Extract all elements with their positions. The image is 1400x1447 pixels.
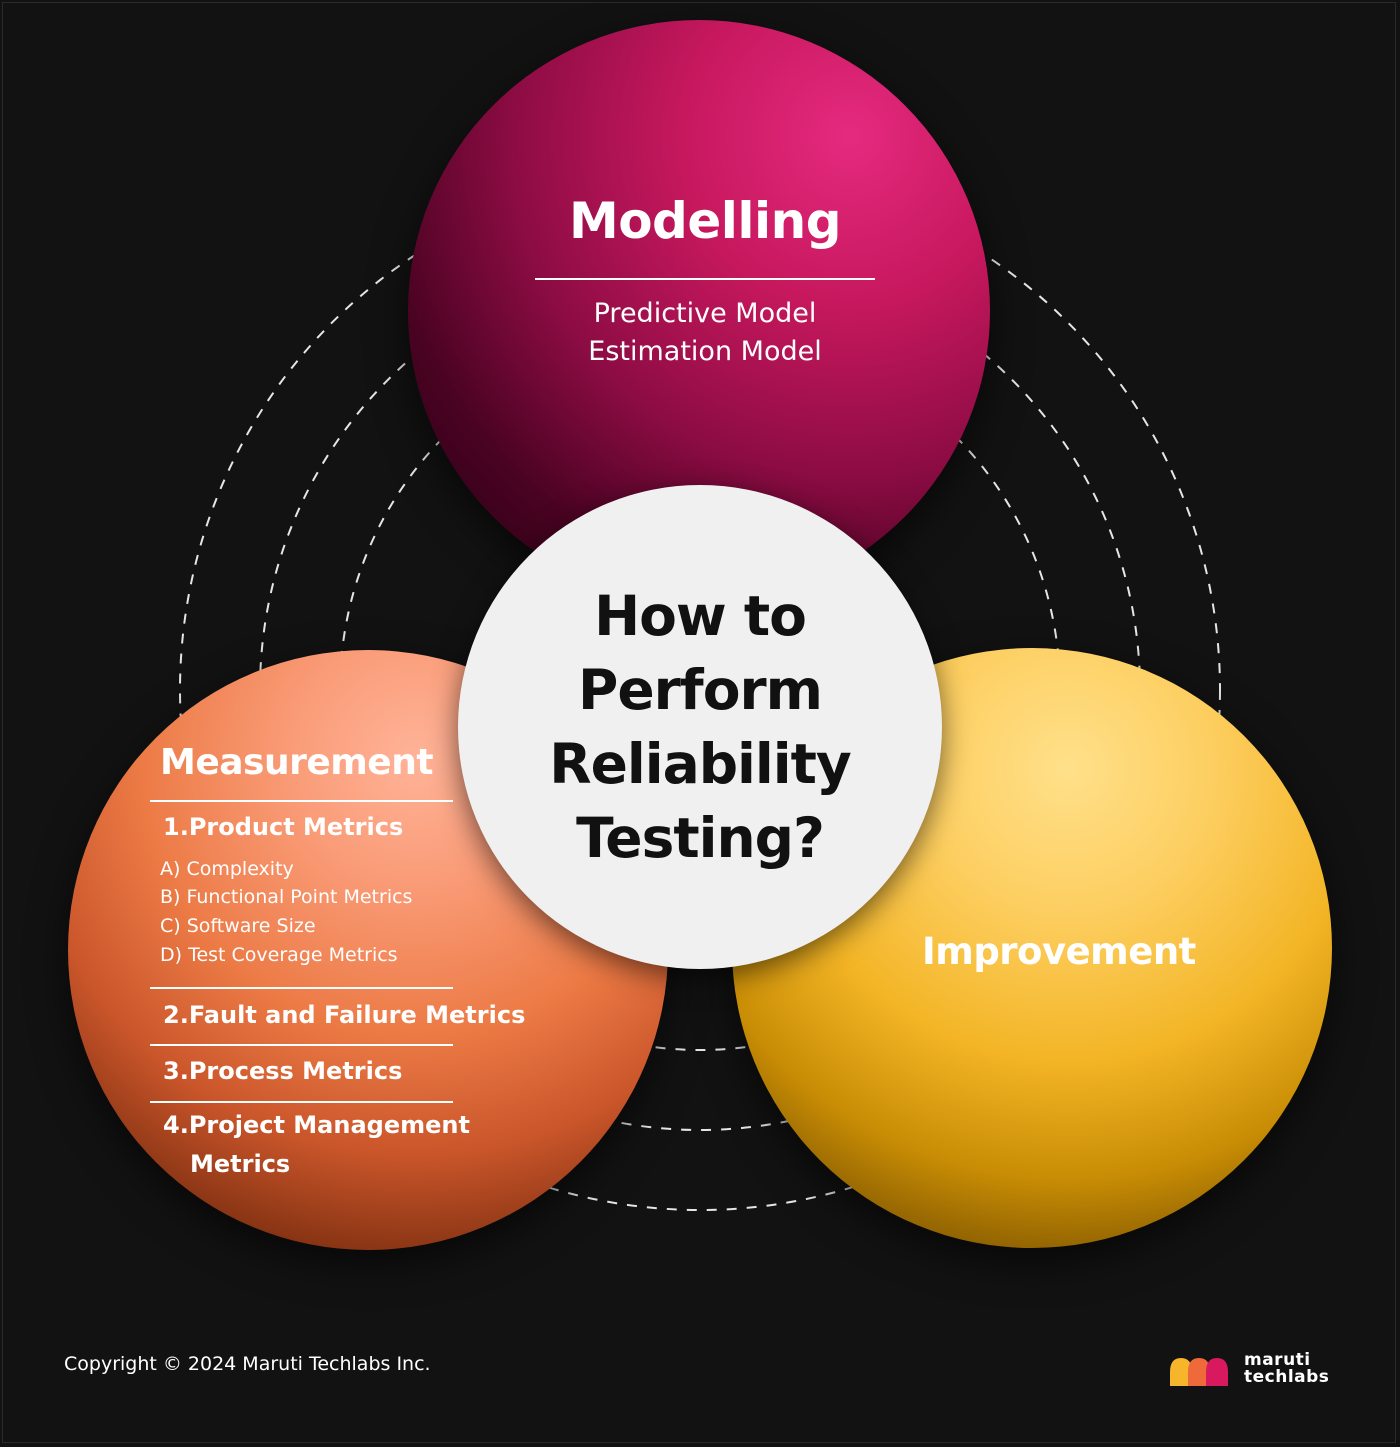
sub-metric-software-size: C) Software Size bbox=[160, 915, 316, 937]
measurement-title: Measurement bbox=[160, 742, 434, 783]
logo-line-2: techlabs bbox=[1244, 1367, 1330, 1387]
measurement-divider bbox=[150, 1101, 453, 1103]
dashed-ring-outer bbox=[179, 169, 1221, 1211]
center-title-line: Perform bbox=[578, 658, 823, 722]
measurement-divider bbox=[150, 1044, 453, 1046]
mountain-peaks-logo-icon bbox=[1170, 1358, 1228, 1386]
metric-product: 1.Product Metrics bbox=[163, 813, 404, 841]
measurement-divider bbox=[150, 800, 453, 802]
center-title-line: How to bbox=[594, 584, 807, 648]
modelling-divider bbox=[535, 278, 875, 280]
center-circle: How to Perform Reliability Testing? bbox=[458, 485, 942, 969]
improvement-title: Improvement bbox=[922, 930, 1196, 973]
sub-metric-functional-point: B) Functional Point Metrics bbox=[160, 886, 413, 908]
logo-line-1: maruti bbox=[1244, 1350, 1311, 1370]
modelling-title: Modelling bbox=[568, 192, 842, 250]
metric-fault-failure: 2.Fault and Failure Metrics bbox=[163, 1001, 526, 1029]
measurement-divider bbox=[150, 987, 453, 989]
metric-project-management-cont: Metrics bbox=[190, 1150, 291, 1178]
sub-metric-test-coverage: D) Test Coverage Metrics bbox=[160, 944, 398, 966]
metric-project-management: 4.Project Management bbox=[163, 1111, 470, 1139]
company-logo: maruti techlabs bbox=[1168, 1352, 1348, 1392]
center-title-line: Testing? bbox=[576, 806, 825, 870]
copyright-text: Copyright © 2024 Maruti Techlabs Inc. bbox=[64, 1353, 431, 1375]
modelling-item: Predictive Model bbox=[593, 298, 817, 329]
center-title: How to Perform Reliability Testing? bbox=[549, 579, 852, 875]
metric-process: 3.Process Metrics bbox=[163, 1057, 403, 1085]
logo-wordmark: maruti techlabs bbox=[1244, 1352, 1329, 1386]
modelling-item: Estimation Model bbox=[588, 336, 822, 367]
sub-metric-complexity: A) Complexity bbox=[160, 858, 294, 880]
center-title-line: Reliability bbox=[549, 732, 852, 796]
